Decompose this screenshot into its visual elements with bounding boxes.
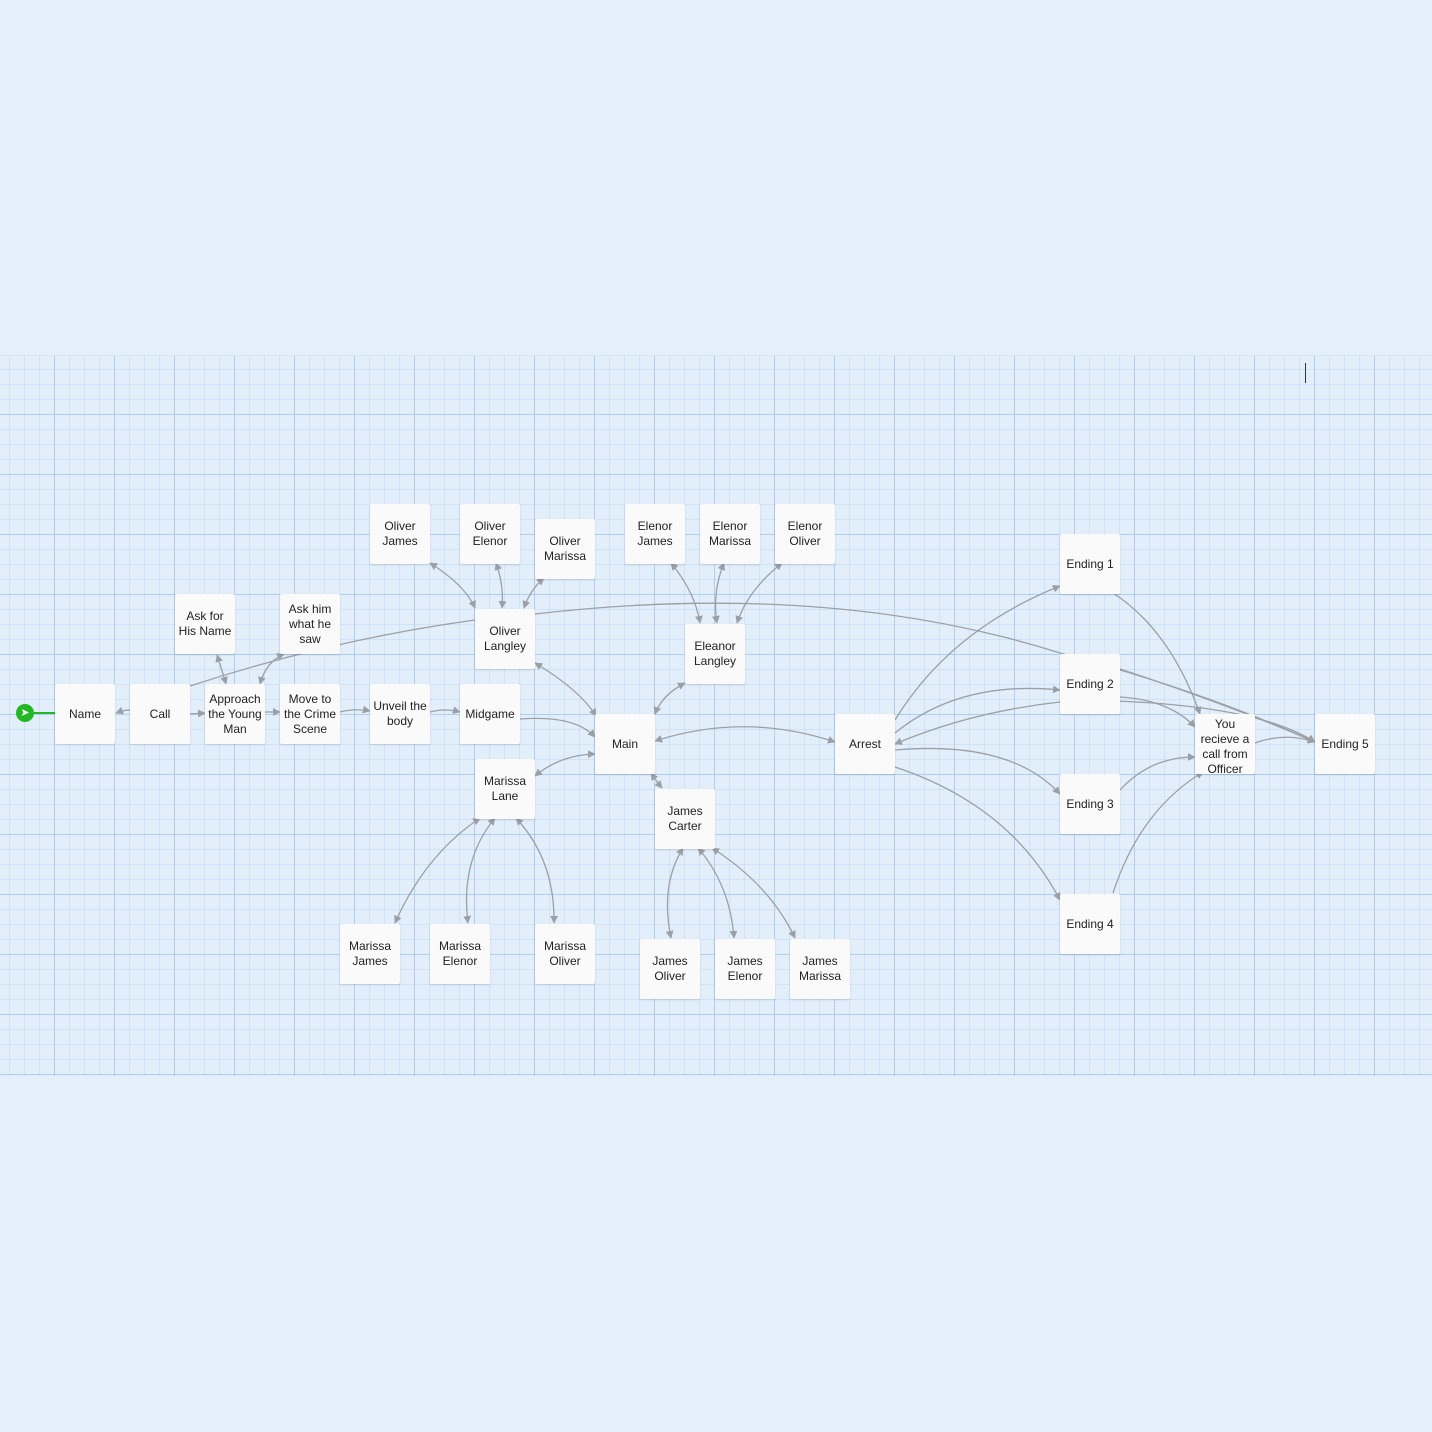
start-connector <box>34 712 56 714</box>
passage-ending-4[interactable]: Ending 4 <box>1060 894 1120 954</box>
passage-ask-saw[interactable]: Ask him what he saw <box>280 594 340 654</box>
passage-main[interactable]: Main <box>595 714 655 774</box>
passage-ending-3[interactable]: Ending 3 <box>1060 774 1120 834</box>
passage-ending-1[interactable]: Ending 1 <box>1060 534 1120 594</box>
passage-oliver-elenor[interactable]: Oliver Elenor <box>460 504 520 564</box>
passage-oliver-james[interactable]: Oliver James <box>370 504 430 564</box>
passage-james-carter[interactable]: James Carter <box>655 789 715 849</box>
passage-approach[interactable]: Approach the Young Man <box>205 684 265 744</box>
passage-call-officer[interactable]: You recieve a call from Officer <box>1195 714 1255 774</box>
text-cursor <box>1305 363 1306 383</box>
passage-marissa-oliver[interactable]: Marissa Oliver <box>535 924 595 984</box>
passage-arrest[interactable]: Arrest <box>835 714 895 774</box>
passage-ask-name[interactable]: Ask for His Name <box>175 594 235 654</box>
passage-james-oliver[interactable]: James Oliver <box>640 939 700 999</box>
passage-marissa-james[interactable]: Marissa James <box>340 924 400 984</box>
passage-elenor-james[interactable]: Elenor James <box>625 504 685 564</box>
passage-ending-5[interactable]: Ending 5 <box>1315 714 1375 774</box>
passage-call[interactable]: Call <box>130 684 190 744</box>
rocket-icon[interactable]: ➤ <box>16 704 34 722</box>
passage-unveil[interactable]: Unveil the body <box>370 684 430 744</box>
passage-james-elenor[interactable]: James Elenor <box>715 939 775 999</box>
passage-midgame[interactable]: Midgame <box>460 684 520 744</box>
passage-oliver-marissa[interactable]: Oliver Marissa <box>535 519 595 579</box>
passage-name[interactable]: Name <box>55 684 115 744</box>
passage-eleanor-langley[interactable]: Eleanor Langley <box>685 624 745 684</box>
passage-oliver-langley[interactable]: Oliver Langley <box>475 609 535 669</box>
passage-james-marissa[interactable]: James Marissa <box>790 939 850 999</box>
passage-move-crime[interactable]: Move to the Crime Scene <box>280 684 340 744</box>
passage-ending-2[interactable]: Ending 2 <box>1060 654 1120 714</box>
passage-elenor-marissa[interactable]: Elenor Marissa <box>700 504 760 564</box>
passage-elenor-oliver[interactable]: Elenor Oliver <box>775 504 835 564</box>
passage-marissa-elenor[interactable]: Marissa Elenor <box>430 924 490 984</box>
passage-marissa-lane[interactable]: Marissa Lane <box>475 759 535 819</box>
